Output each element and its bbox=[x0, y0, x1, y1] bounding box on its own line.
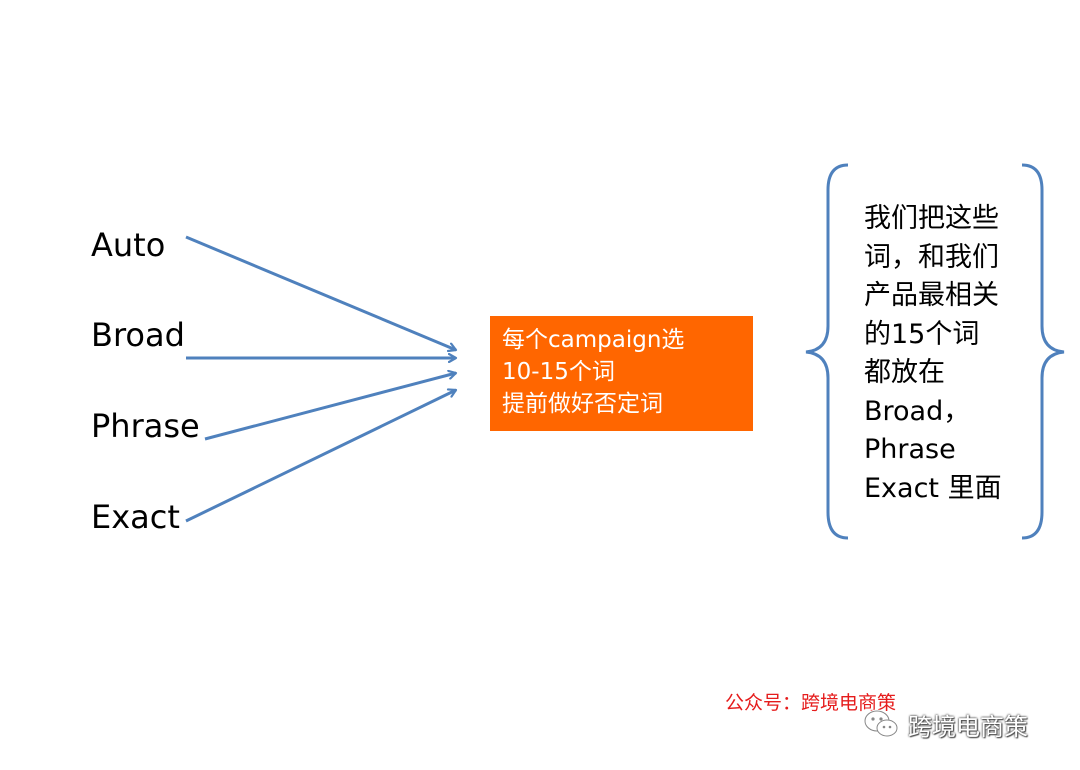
brace-note-line-1: 我们把这些 bbox=[864, 203, 999, 234]
campaign-keyword-box: 每个campaign选 10-15个词 提前做好否定词 bbox=[490, 316, 753, 431]
arrow-exact bbox=[185, 390, 456, 523]
match-type-exact: Exact bbox=[91, 498, 180, 536]
center-box-line-2: 10-15个词 bbox=[502, 359, 615, 385]
left-brace bbox=[805, 163, 849, 540]
arrow-auto bbox=[185, 235, 456, 350]
match-type-auto: Auto bbox=[91, 226, 166, 264]
brace-note-line-8: Exact 里面 bbox=[864, 472, 1002, 504]
brace-note-line-5: 都放在 bbox=[864, 357, 945, 388]
watermark: 跨境电商策 bbox=[862, 706, 1028, 742]
match-type-broad: Broad bbox=[91, 316, 185, 354]
watermark-text: 跨境电商策 bbox=[908, 712, 1028, 741]
brace-note: 我们把这些 词，和我们 产品最相关 的15个词 都放在 Broad， Phras… bbox=[864, 200, 1034, 508]
wechat-icon bbox=[863, 709, 898, 737]
right-brace bbox=[1021, 163, 1065, 540]
brace-note-line-3: 产品最相关 bbox=[864, 280, 999, 311]
brace-note-line-6: Broad， bbox=[864, 395, 971, 427]
match-type-phrase: Phrase bbox=[91, 407, 200, 445]
brace-note-line-7: Phrase bbox=[864, 434, 956, 465]
brace-note-line-4: 的15个词 bbox=[864, 318, 980, 350]
center-box-line-1: 每个campaign选 bbox=[502, 327, 685, 353]
account-credit: 公众号：跨境电商策 bbox=[725, 692, 897, 714]
arrow-phrase bbox=[204, 373, 456, 441]
center-box-line-3: 提前做好否定词 bbox=[502, 391, 663, 417]
brace-note-line-2: 词，和我们 bbox=[864, 241, 999, 273]
